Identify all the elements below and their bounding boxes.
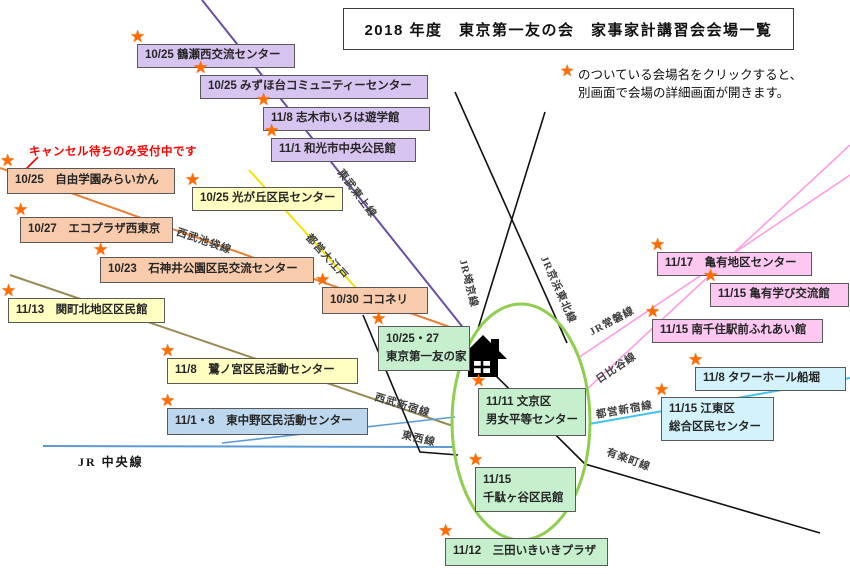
venue-label: 11/8 タワーホール船堀 xyxy=(703,372,820,385)
venue-towerhall-funabori[interactable]: 11/8 タワーホール船堀 xyxy=(695,367,846,391)
note-star-icon: ★ xyxy=(560,63,575,80)
venue-label: 総合区民センター xyxy=(669,421,761,433)
venue-tomonoie[interactable]: 10/25・27 東京第一友の家 xyxy=(378,326,470,371)
venue-label: 10/25・27 xyxy=(386,332,440,345)
venue-label: 男女平等センター xyxy=(486,414,578,426)
venue-higashi-nakano[interactable]: 11/1・8 東中野区民活動センター xyxy=(167,408,368,435)
venue-label: 11/8 鷺ノ宮区民活動センター xyxy=(175,364,335,377)
venue-mita-ikiiki[interactable]: 11/12 三田いきいきプラザ xyxy=(445,538,608,566)
venue-bunkyo-danjo[interactable]: 11/11 文京区男女平等センター xyxy=(478,388,586,436)
venue-koto-sogo[interactable]: 11/15 江東区総合区民センター xyxy=(661,397,774,441)
venue-label: 10/25 鶴瀬西交流センター xyxy=(145,49,281,62)
venue-mizuhodai[interactable]: 10/25 みずほ台コミュニティーセンター xyxy=(200,75,428,99)
venue-minami-senju[interactable]: 11/15 南千住駅前ふれあい館 xyxy=(652,319,823,343)
venue-label: 11/1・8 東中野区民活動センター xyxy=(175,414,353,427)
venue-sekimachi-kita[interactable]: 11/13 関町北地区区民館 xyxy=(8,298,165,323)
cancel-waitlist-note: キャンセル待ちのみ受付中です xyxy=(29,146,197,158)
venue-label: 10/25 みずほ台コミュニティーセンター xyxy=(208,80,412,93)
venue-ecoplaza-nishitokyo[interactable]: 10/27 エコプラザ西東京 xyxy=(20,217,173,243)
rail-line-jr-keihin-tohoku xyxy=(454,91,568,344)
venue-sendagaya[interactable]: 11/15 千駄ヶ谷区民館 xyxy=(475,467,576,512)
venue-shakujii-koen[interactable]: 10/23 石神井公園区民交流センター xyxy=(100,257,314,283)
house-icon xyxy=(459,335,507,377)
venue-label: 11/11 文京区 xyxy=(486,396,552,409)
legend-note-line2: 別画面で会場の詳細画面が開きます。 xyxy=(578,86,790,101)
venue-label: 11/17 亀有地区センター xyxy=(665,257,797,270)
venue-label: 11/15 亀有学び交流館 xyxy=(718,288,830,301)
venue-saginomiya[interactable]: 11/8 鷺ノ宮区民活動センター xyxy=(167,358,358,384)
venue-jiyu-gakuen[interactable]: 10/25 自由学園みらいかん xyxy=(7,168,175,194)
venue-kameari-manabi[interactable]: 11/15 亀有学び交流館 xyxy=(710,283,849,307)
rail-label-jr-chuo: JR 中央線 xyxy=(78,455,144,469)
legend-note-line1: のついている会場名をクリックすると、 xyxy=(578,68,803,82)
venue-label: 11/15 xyxy=(483,473,512,486)
rail-line-jr-saikyo xyxy=(476,111,546,333)
venue-label: 10/25 自由学園みらいかん xyxy=(15,174,159,187)
venue-label: 11/13 関町北地区区民館 xyxy=(16,303,148,316)
rail-line-jr-chuo xyxy=(42,445,456,448)
venue-label: 11/8 志木市いろは遊学館 xyxy=(271,112,400,125)
venue-label: 11/1 和光市中央公民館 xyxy=(279,143,396,156)
venue-label: 11/15 江東区 xyxy=(669,403,735,416)
venue-kameari-chiku[interactable]: 11/17 亀有地区センター xyxy=(657,252,812,276)
page-title: 2018 年度 東京第一友の会 家事家計講習会会場一覧 xyxy=(343,8,794,50)
venue-hikarigaoka[interactable]: 10/25 光が丘区民センター xyxy=(192,187,343,211)
venue-label: 11/12 三田いきいきプラザ xyxy=(453,545,597,558)
venue-label: 10/30 ココネリ xyxy=(330,293,408,306)
cancel-note-pointer xyxy=(25,156,39,170)
legend-note: のついている会場名をクリックすると、 別画面で会場の詳細画面が開きます。 xyxy=(578,66,802,102)
venue-wako-chuo[interactable]: 11/1 和光市中央公民館 xyxy=(271,138,416,162)
venue-label: 10/25 光が丘区民センター xyxy=(200,192,336,205)
venue-tsuruse-nishi[interactable]: 10/25 鶴瀬西交流センター xyxy=(137,44,295,68)
venue-label: 千駄ヶ谷区民館 xyxy=(483,491,564,504)
venue-label: 11/15 南千住駅前ふれあい館 xyxy=(660,324,807,337)
venue-label: 10/27 エコプラザ西東京 xyxy=(28,223,161,236)
venue-shiki-iroha[interactable]: 11/8 志木市いろは遊学館 xyxy=(263,107,430,131)
venue-kokoneri[interactable]: 10/30 ココネリ xyxy=(322,287,428,314)
venue-label: 10/23 石神井公園区民交流センター xyxy=(108,263,298,276)
venue-label: 東京第一友の家 xyxy=(386,350,467,363)
